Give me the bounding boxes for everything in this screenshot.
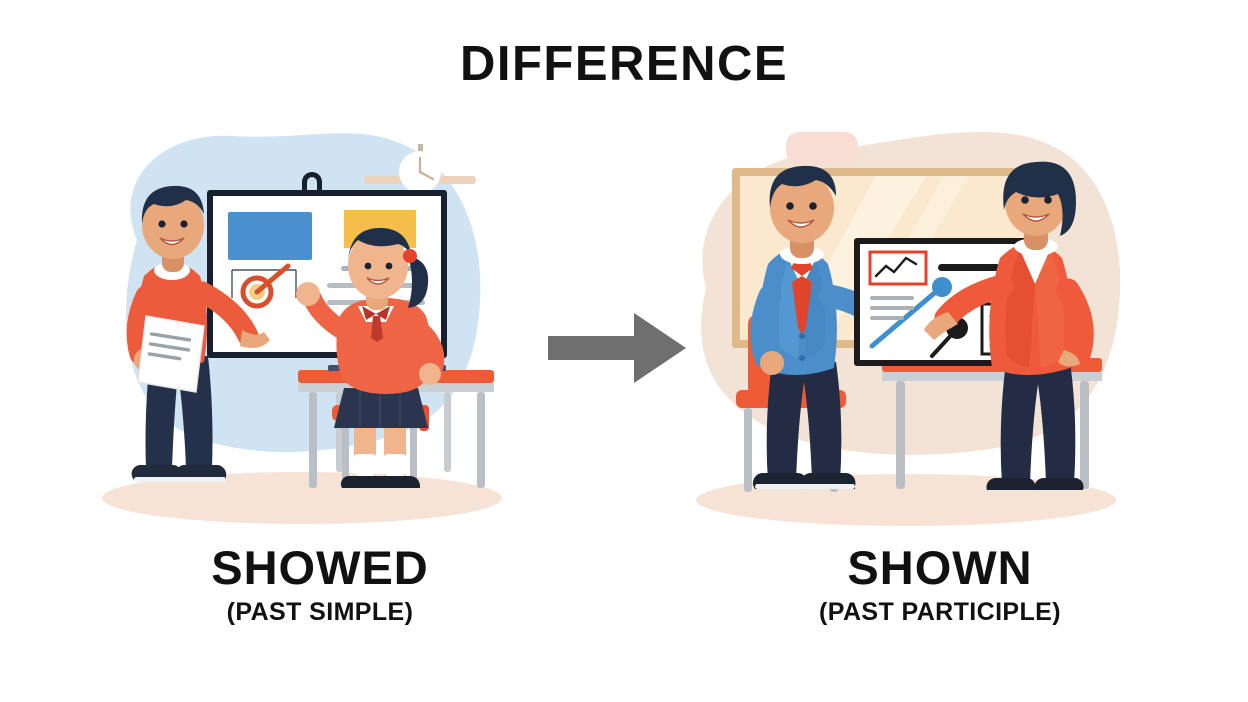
scene-showed [92, 120, 522, 530]
ceiling-lamp [786, 132, 858, 164]
girl-student [296, 228, 445, 488]
wall-clock-icon [399, 144, 441, 193]
paper-sheet [137, 315, 205, 393]
caption-shown-label: SHOWN [847, 541, 1033, 594]
right-arrow-icon [548, 310, 690, 386]
chart-text-lines-left [870, 296, 914, 320]
red-gauge-graphic [231, 263, 297, 309]
blue-chart-block [228, 212, 312, 260]
scene-shown [676, 118, 1146, 530]
boy-presenter [126, 185, 270, 482]
caption-showed-sublabel: (PAST SIMPLE) [226, 598, 414, 627]
girl-ponytail [408, 256, 429, 308]
caption-showed: SHOWED (PAST SIMPLE) [110, 543, 530, 627]
woman-presenter [924, 161, 1094, 490]
caption-shown-sublabel: (PAST PARTICIPLE) [819, 598, 1061, 627]
page-title: DIFFERENCE [459, 37, 789, 91]
caption-showed-label: SHOWED [211, 541, 429, 594]
caption-shown: SHOWN (PAST PARTICIPLE) [730, 543, 1150, 627]
